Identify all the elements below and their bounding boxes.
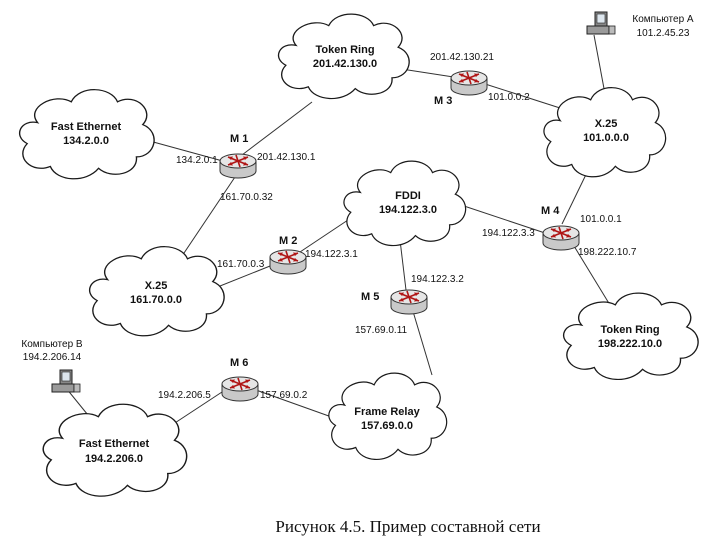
computer-label: Компьютер A xyxy=(632,14,694,25)
network-name: X.25 xyxy=(595,118,618,130)
network-address: 201.42.130.0 xyxy=(313,58,377,70)
link-m2-x25-2 xyxy=(209,261,281,291)
computer-address: 194.2.206.14 xyxy=(23,352,82,363)
network-address: 101.0.0.0 xyxy=(583,132,629,144)
computer-icon xyxy=(586,11,616,35)
interface-address: 194.122.3.1 xyxy=(305,249,358,260)
router-icon xyxy=(219,153,257,179)
router-m2: M 2 161.70.0.3 194.122.3.1 xyxy=(217,235,358,275)
link-m1-tokenring1 xyxy=(241,101,313,156)
network-name: Token Ring xyxy=(600,324,659,336)
router-m1: M 1 134.2.0.1 201.42.130.1 161.70.0.32 xyxy=(176,133,316,203)
network-token-ring-1: Token Ring 201.42.130.0 xyxy=(277,13,410,100)
link-m4-fddi xyxy=(457,203,549,235)
interface-address: 161.70.0.32 xyxy=(220,192,273,203)
link-m5-framerelay xyxy=(411,307,433,376)
network-address: 194.122.3.0 xyxy=(379,204,437,216)
network-fast-ethernet-2: Fast Ethernet 194.2.206.0 xyxy=(42,403,188,497)
network-address: 194.2.206.0 xyxy=(85,453,143,465)
network-name: Fast Ethernet xyxy=(51,121,122,133)
interface-address: 194.2.206.5 xyxy=(158,390,211,401)
network-address: 198.222.10.0 xyxy=(598,338,662,350)
router-icon xyxy=(221,376,259,402)
computer-icon xyxy=(51,369,81,393)
router-m3: M 3 201.42.130.21 101.0.0.2 xyxy=(430,52,530,107)
router-label: M 5 xyxy=(361,291,379,303)
interface-address: 194.122.3.2 xyxy=(411,274,464,285)
router-label: M 4 xyxy=(541,205,560,217)
computer-address: 101.2.45.23 xyxy=(637,28,690,39)
network-frame-relay: Frame Relay 157.69.0.0 xyxy=(328,372,448,461)
network-address: 134.2.0.0 xyxy=(63,135,109,147)
network-name: FDDI xyxy=(395,190,421,202)
computer-label: Компьютер B xyxy=(21,339,83,350)
interface-address: 134.2.0.1 xyxy=(176,155,218,166)
network-x25-2: X.25 161.70.0.0 xyxy=(88,245,225,337)
network-address: 161.70.0.0 xyxy=(130,294,182,306)
router-label: M 1 xyxy=(230,133,248,145)
network-address: 157.69.0.0 xyxy=(361,420,413,432)
link-m4-tokenring2 xyxy=(573,245,611,306)
router-label: M 3 xyxy=(434,95,452,107)
interface-address: 157.69.0.11 xyxy=(355,325,408,336)
router-m6: M 6 194.2.206.5 157.69.0.2 xyxy=(158,357,308,402)
link-m3-x25-1 xyxy=(481,82,561,109)
router-icon xyxy=(269,249,307,275)
router-label: M 2 xyxy=(279,235,297,247)
interface-address: 194.122.3.3 xyxy=(482,228,535,239)
network-x25-1: X.25 101.0.0.0 xyxy=(543,87,667,178)
network-fast-ethernet-1: Fast Ethernet 134.2.0.0 xyxy=(18,88,155,180)
router-icon xyxy=(450,70,488,96)
router-label: M 6 xyxy=(230,357,248,369)
network-name: Fast Ethernet xyxy=(79,438,150,450)
network-name: Frame Relay xyxy=(354,406,420,418)
router-icon xyxy=(390,289,428,315)
link-m5-fddi xyxy=(399,239,407,291)
network-name: X.25 xyxy=(145,280,168,292)
network-name: Token Ring xyxy=(315,44,374,56)
interface-address: 201.42.130.21 xyxy=(430,52,494,63)
link-m1-fastethernet1 xyxy=(145,139,231,164)
interface-address: 101.0.0.1 xyxy=(580,214,622,225)
interface-address: 101.0.0.2 xyxy=(488,92,530,103)
interface-address: 198.222.10.7 xyxy=(578,247,637,258)
interface-address: 161.70.0.3 xyxy=(217,259,265,270)
computer-b: Компьютер B 194.2.206.14 xyxy=(21,339,83,393)
link-m1-x25-2 xyxy=(177,176,236,263)
router-icon xyxy=(542,225,580,251)
interface-address: 157.69.0.2 xyxy=(260,390,308,401)
router-m4: M 4 101.0.0.1 194.122.3.3 198.222.10.7 xyxy=(482,205,637,258)
router-m5: M 5 194.122.3.2 157.69.0.11 xyxy=(355,274,464,336)
interface-address: 201.42.130.1 xyxy=(257,152,316,163)
link-m6-framerelay xyxy=(255,389,341,421)
network-token-ring-2: Token Ring 198.222.10.0 xyxy=(562,292,699,381)
computer-a: Компьютер A 101.2.45.23 xyxy=(586,11,694,39)
figure-caption: Рисунок 4.5. Пример составной сети xyxy=(275,517,540,536)
network-fddi: FDDI 194.122.3.0 xyxy=(343,160,467,247)
